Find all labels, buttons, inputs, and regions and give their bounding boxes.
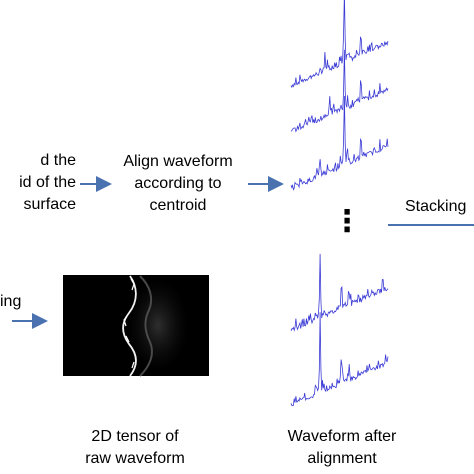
aligned-caption-line-1: Waveform after (287, 428, 397, 445)
left-step-text: d the id of the surface (0, 150, 76, 216)
tensor-image (63, 275, 209, 377)
aligned-caption-line-2: alignment (307, 450, 377, 467)
align-step-line-1: Align waveform (123, 153, 233, 170)
waveform-trace-2 (290, 49, 389, 133)
tensor-echo-curve (139, 275, 153, 377)
left-step-line-2: id of the (19, 174, 76, 191)
vertical-ellipsis: ⋮ (332, 205, 362, 238)
tensor-caption-line-2: raw waveform (85, 450, 185, 467)
align-step-line-2: according to (134, 175, 222, 192)
left-step-line-1: d the (40, 152, 76, 169)
waveform-trace-1 (290, 0, 389, 89)
tensor-glow (128, 279, 188, 371)
tensor-caption: 2D tensor of raw waveform (60, 426, 210, 470)
align-step-line-3: centroid (149, 197, 207, 214)
stacking-label: Stacking (405, 198, 467, 215)
waveform-trace-4 (290, 253, 389, 332)
tensor-surface-edge (122, 275, 137, 377)
aligned-waveforms (290, 0, 389, 407)
tensor-caption-line-1: 2D tensor of (91, 428, 179, 445)
aligned-caption: Waveform after alignment (262, 426, 422, 470)
left-step-line-3: surface (23, 196, 76, 213)
waveform-trace-5 (290, 312, 389, 407)
waveform-trace-3 (290, 95, 389, 191)
align-step-text: Align waveform according to centroid (108, 151, 248, 217)
tensor-surface-edge-sparkle (123, 278, 135, 369)
left-bottom-label: ing (0, 293, 22, 310)
